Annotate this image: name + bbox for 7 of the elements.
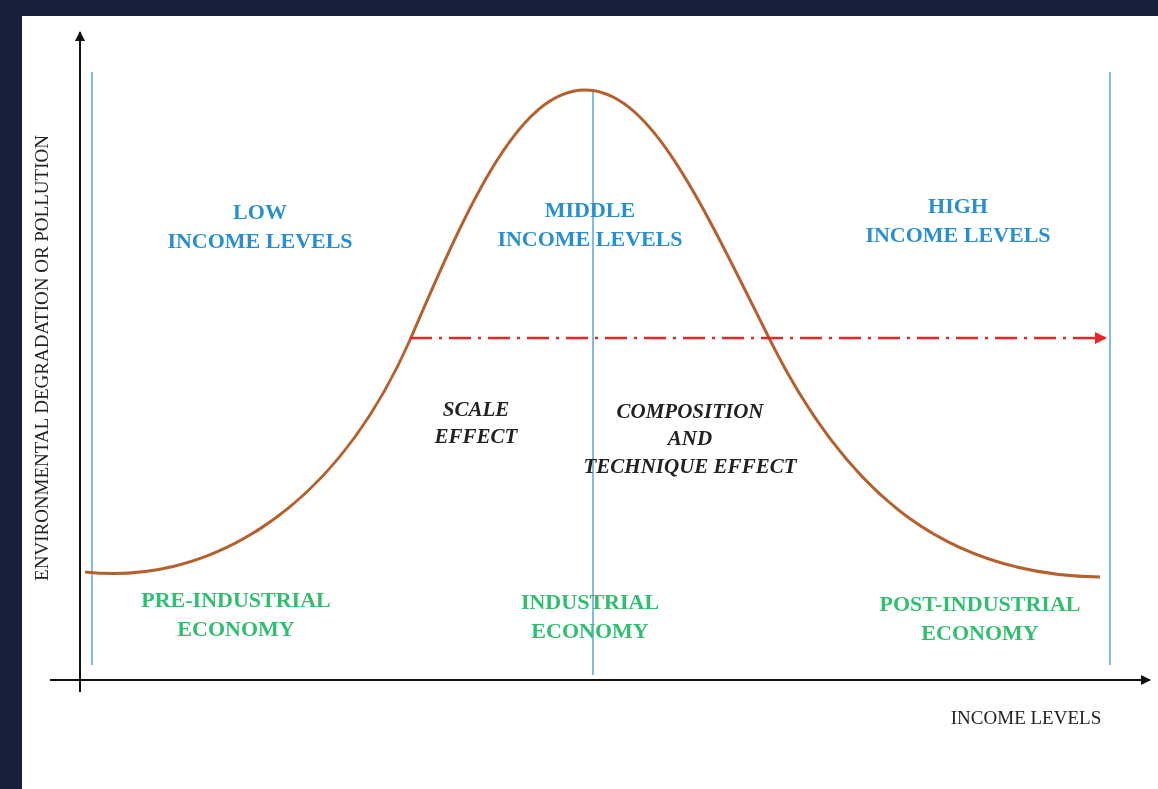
- axis-title: ENVIRONMENTAL DEGRADATION OR POLLUTION: [29, 135, 53, 581]
- region-label: LOW INCOME LEVELS: [167, 198, 353, 255]
- effect-label: SCALE EFFECT: [434, 396, 518, 451]
- economy-label: POST-INDUSTRIAL ECONOMY: [879, 590, 1081, 647]
- region-label: HIGH INCOME LEVELS: [865, 192, 1051, 249]
- axis-title: INCOME LEVELS: [950, 706, 1102, 730]
- economy-label: PRE-INDUSTRIAL ECONOMY: [141, 586, 331, 643]
